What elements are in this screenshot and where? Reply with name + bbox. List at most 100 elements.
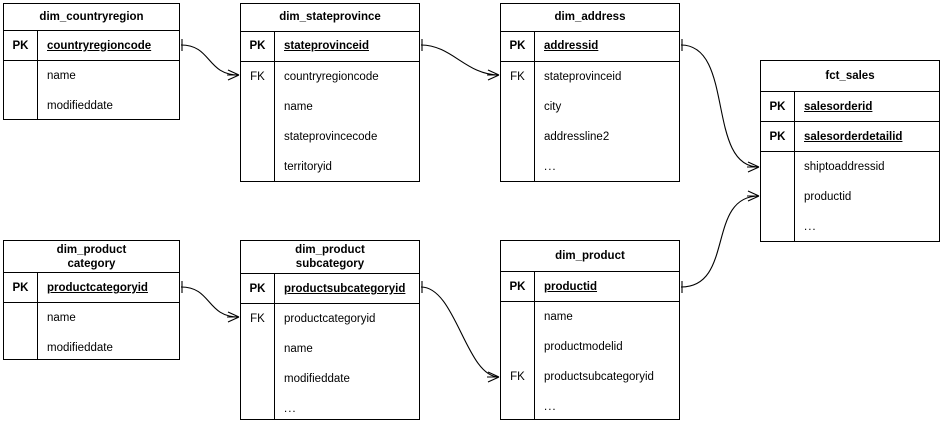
attribute-key-blank (4, 91, 37, 121)
attribute-key-column: FK (241, 62, 274, 181)
key-marker: PK (509, 40, 526, 53)
attribute-row[interactable]: name (47, 70, 76, 83)
attribute-key-blank (501, 92, 534, 122)
attribute-row[interactable]: modifieddate (47, 100, 113, 113)
attribute-key-column: FK (241, 304, 274, 419)
attribute-key-column: FK (501, 62, 534, 181)
entity-title-line2: category (67, 257, 116, 270)
attribute-group-dim_productcategory: name modifieddate (4, 303, 179, 359)
attribute-key-blank (241, 334, 274, 364)
attribute-row[interactable]: stateprovincecode (284, 130, 378, 143)
entity-title-line1: dim_countryregion (39, 11, 144, 24)
attribute-row[interactable]: stateprovinceid (544, 70, 622, 83)
entity-title-line2: subcategory (295, 258, 365, 271)
key-attribute-name: salesorderid (794, 92, 939, 122)
cardinality-many-marker (227, 311, 240, 323)
cardinality-many-marker (487, 69, 500, 81)
relationship-line (420, 44, 500, 76)
entity-title-line1: fct_sales (825, 70, 875, 83)
key-row-fct_sales-salesorderid[interactable]: PK salesorderid (761, 92, 939, 123)
attribute-key-blank (4, 61, 37, 91)
attribute-row[interactable]: productmodelid (544, 341, 623, 354)
attribute-key-blank (501, 152, 534, 182)
attribute-row[interactable]: modifieddate (284, 373, 350, 386)
attribute-row[interactable]: shiptoaddressid (804, 161, 885, 174)
key-attribute-name: addressid (534, 31, 679, 61)
relationship-rel-productcategory-subcategory[interactable] (180, 281, 240, 323)
foreign-key-marker: FK (510, 70, 525, 83)
relationship-line (680, 195, 760, 288)
attribute-key-blank (761, 152, 794, 182)
key-row-dim_countryregion-countryregioncode[interactable]: PK countryregioncode (4, 31, 179, 62)
attribute-key-blank (241, 92, 274, 122)
attribute-row[interactable]: city (544, 100, 562, 113)
attribute-key-blank (241, 394, 274, 421)
attribute-row[interactable]: name (47, 312, 76, 325)
key-attribute-name: countryregioncode (37, 31, 179, 61)
relationship-rel-countryregion-stateprovince[interactable] (180, 39, 240, 81)
entity-title-dim_stateprovince: dim_stateprovince (241, 4, 419, 32)
attribute-key-column (4, 303, 37, 359)
attribute-row[interactable]: ... (284, 403, 297, 416)
attribute-row[interactable]: ... (544, 401, 557, 414)
attribute-key-blank (241, 122, 274, 152)
relationship-rel-product-fctsales[interactable] (680, 190, 760, 293)
key-marker: PK (12, 39, 29, 52)
attribute-key-blank (761, 212, 794, 242)
cardinality-many-marker (747, 190, 760, 202)
attribute-row[interactable]: ... (544, 160, 557, 173)
key-row-dim_address-addressid[interactable]: PK addressid (501, 31, 679, 62)
attribute-group-dim_product: FK name productmodelid productsubcategoryid… (501, 302, 679, 419)
attribute-key-blank (501, 302, 534, 332)
attribute-key-column: FK (501, 302, 534, 419)
attribute-row[interactable]: addressline2 (544, 130, 610, 143)
attribute-row[interactable]: productid (804, 191, 852, 204)
entity-title-line1: dim_product (56, 243, 127, 256)
attribute-key-blank (501, 122, 534, 152)
key-marker: PK (769, 100, 786, 113)
attribute-group-dim_productsubcategory: FK productcategoryid name modifieddate... (241, 304, 419, 419)
cardinality-many-marker (747, 161, 760, 173)
cardinality-many-marker (487, 371, 500, 383)
attribute-key-blank (501, 332, 534, 362)
key-marker: PK (249, 40, 266, 53)
attribute-name-column: countryregioncode name stateprovincecode te… (274, 61, 419, 181)
attribute-row[interactable]: countryregioncode (284, 70, 379, 83)
attribute-key-blank (761, 182, 794, 212)
attribute-key-blank (4, 303, 37, 333)
relationship-rel-subcategory-product[interactable] (420, 281, 500, 383)
relationship-rel-stateprovince-address[interactable] (420, 39, 500, 81)
attribute-row[interactable]: territoryid (284, 160, 332, 173)
attribute-row[interactable]: name (284, 343, 313, 356)
attribute-name-column: name productmodelid productsubcategoryid..… (534, 302, 679, 419)
attribute-key-blank (501, 392, 534, 421)
attribute-row[interactable]: name (284, 100, 313, 113)
attribute-key-blank (241, 364, 274, 394)
attribute-row[interactable]: productsubcategoryid (544, 371, 654, 384)
attribute-row[interactable]: modifieddate (47, 342, 113, 355)
relationship-line (180, 44, 240, 76)
relationship-rel-address-fctsales[interactable] (680, 39, 760, 173)
foreign-key-marker: FK (510, 371, 525, 384)
attribute-row[interactable]: productcategoryid (284, 313, 376, 326)
entity-title-line1: dim_address (554, 11, 626, 24)
foreign-key-marker: FK (250, 313, 265, 326)
entity-title-fct_sales: fct_sales (761, 61, 939, 93)
attribute-row[interactable]: ... (804, 221, 817, 234)
attribute-row[interactable]: name (544, 311, 573, 324)
